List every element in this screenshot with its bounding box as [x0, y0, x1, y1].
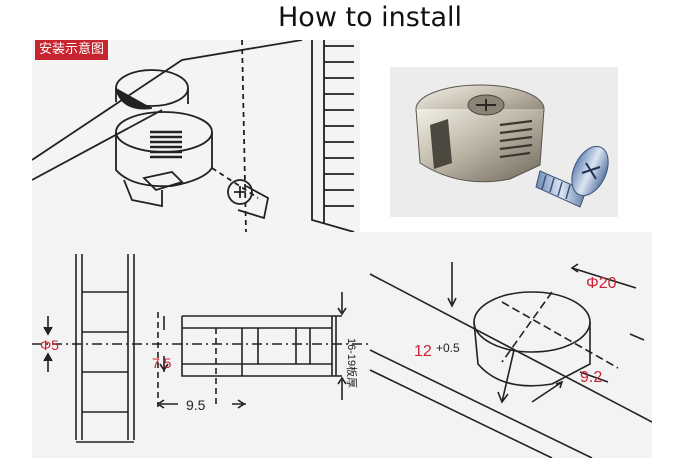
page-title: How to install: [278, 2, 462, 33]
label-7-5: 7.5: [152, 355, 172, 371]
connector-screw: [535, 145, 609, 208]
label-9-5: 9.5: [186, 397, 206, 413]
installation-sketch: [32, 40, 355, 232]
label-board-thickness: 16-19板厚: [345, 338, 359, 388]
cam-lock: [415, 84, 545, 183]
label-12: 12: [414, 343, 432, 360]
installation-badge: 安装示意图: [35, 40, 109, 60]
product-photo: [390, 67, 618, 217]
dimension-labels: Φ5 7.5 9.5 16-19板厚 12 +0.5 Φ20 9.2: [40, 275, 617, 413]
label-phi5: Φ5: [40, 337, 59, 353]
dimension-drawing: Φ5 7.5 9.5 16-19板厚 12 +0.5 Φ20 9.2: [32, 232, 652, 458]
dimension-sketch: Φ5 7.5 9.5 16-19板厚 12 +0.5 Φ20 9.2: [32, 254, 652, 458]
label-phi20: Φ20: [586, 275, 617, 292]
label-9-2: 9.2: [580, 369, 602, 386]
label-tolerance: +0.5: [436, 341, 460, 355]
product-photo-art: [415, 84, 609, 208]
installation-diagram: [32, 40, 360, 232]
